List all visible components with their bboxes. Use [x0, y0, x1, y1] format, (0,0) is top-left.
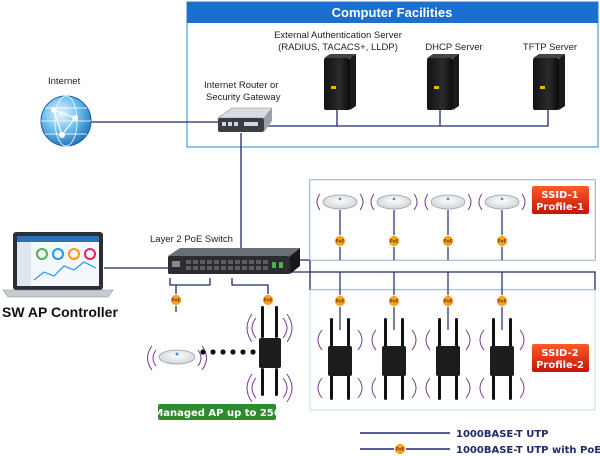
- svg-text:PoE: PoE: [172, 298, 181, 303]
- poe-badge: PoE: [170, 294, 182, 306]
- ssid2-label-line1: SSID-2: [541, 348, 578, 359]
- ceiling-ap-icon: [478, 193, 526, 211]
- router-icon: [217, 107, 273, 132]
- tftp-server-label: TFTP Server: [523, 42, 577, 53]
- ceiling-ap-icon: [147, 345, 207, 371]
- ssid1-ap-group: [316, 193, 526, 260]
- dhcp-server-icon: [427, 54, 459, 110]
- outdoor-ap-icon: [371, 318, 417, 400]
- router-label-line1: Internet Router or: [204, 80, 278, 91]
- svg-text:PoE: PoE: [444, 299, 453, 304]
- managed-ap-badge: Managed AP up to 256: [153, 404, 281, 420]
- legend: 1000BASE-T UTP PoE 1000BASE-T UTP with P…: [360, 429, 600, 456]
- poe-badge: PoE: [262, 294, 274, 306]
- svg-text:PoE: PoE: [498, 239, 507, 244]
- svg-text:PoE: PoE: [336, 239, 345, 244]
- outdoor-ap-icon: [317, 318, 363, 400]
- poe-badge: PoE: [442, 295, 454, 307]
- outdoor-ap-icon: [479, 318, 525, 400]
- ceiling-ap-icon: [370, 193, 418, 211]
- ceiling-ap-icon: [424, 193, 472, 211]
- ssid1-label-line1: SSID-1: [541, 190, 578, 201]
- legend-utp-label: 1000BASE-T UTP: [456, 429, 548, 440]
- controller-label: SW AP Controller: [2, 304, 118, 320]
- auth-server-label-line1: External Authentication Server: [274, 30, 402, 41]
- ssid2-badge: SSID-2 Profile-2: [532, 344, 589, 372]
- svg-text:PoE: PoE: [264, 298, 273, 303]
- poe-badge: PoE: [388, 295, 400, 307]
- poe-badge: PoE: [496, 235, 508, 247]
- managed-ap-label: Managed AP up to 256: [153, 408, 281, 419]
- legend-poe-label: 1000BASE-T UTP with PoE: [456, 445, 600, 456]
- outdoor-ap-icon: [425, 318, 471, 400]
- router-label-line2: Security Gateway: [206, 92, 281, 103]
- ssid1-label-line2: Profile-1: [536, 202, 584, 213]
- poe-badges: PoE PoE PoE PoE PoE PoE PoE PoE PoE PoE: [170, 235, 508, 307]
- laptop-icon: [2, 232, 114, 298]
- poe-badge: PoE: [442, 235, 454, 247]
- outdoor-ap-icon: [246, 306, 293, 403]
- svg-text:PoE: PoE: [390, 239, 399, 244]
- poe-badge: PoE: [334, 235, 346, 247]
- legend-poe-badge: PoE: [394, 443, 406, 455]
- switch-label: Layer 2 PoE Switch: [150, 234, 233, 245]
- internet-label: Internet: [48, 76, 81, 87]
- auth-server-icon: [324, 54, 356, 110]
- ellipsis-dots: [200, 349, 256, 355]
- dhcp-server-label: DHCP Server: [425, 42, 482, 53]
- auth-server-label-line2: (RADIUS, TACACS+, LLDP): [278, 42, 398, 53]
- poe-badge: PoE: [388, 235, 400, 247]
- svg-text:PoE: PoE: [336, 299, 345, 304]
- svg-text:PoE: PoE: [390, 299, 399, 304]
- poe-badge: PoE: [334, 295, 346, 307]
- svg-text:PoE: PoE: [396, 447, 405, 452]
- tftp-server-icon: [533, 54, 565, 110]
- internet-globe-icon: [40, 95, 92, 147]
- facilities-title: Computer Facilities: [332, 5, 453, 20]
- ceiling-ap-icon: [316, 193, 364, 211]
- svg-text:PoE: PoE: [444, 239, 453, 244]
- poe-badge: PoE: [496, 295, 508, 307]
- svg-text:PoE: PoE: [498, 299, 507, 304]
- ssid2-label-line2: Profile-2: [536, 360, 584, 371]
- facilities-title-bar: [187, 2, 598, 23]
- poe-switch-icon: [168, 248, 300, 274]
- ssid1-badge: SSID-1 Profile-1: [532, 186, 589, 214]
